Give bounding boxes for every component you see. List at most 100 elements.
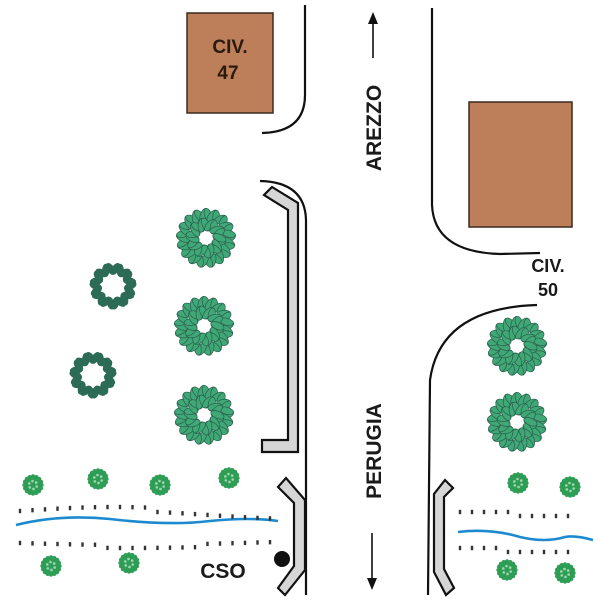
shrub-highlight [520, 483, 523, 486]
shrub-leaf [575, 481, 581, 486]
bank-dot-east-upper [494, 509, 498, 515]
shrub-highlight [519, 479, 523, 482]
tree-1 [176, 207, 236, 268]
guardrail-west-long [260, 185, 300, 454]
shrub-highlight [46, 563, 49, 566]
shrub-highlight [128, 565, 131, 569]
shrub-6 [118, 552, 140, 574]
shrub-highlight [124, 560, 127, 563]
shrub-highlight [508, 566, 512, 569]
bank-dot-east-lower [470, 545, 474, 551]
tree-2 [174, 295, 234, 356]
shrub-body [25, 477, 41, 493]
shrub-highlight [34, 481, 38, 484]
tree-5 [487, 391, 547, 452]
leaf [212, 233, 227, 243]
direction-label-arezzo: AREZZO [363, 85, 386, 171]
tree-4 [487, 315, 547, 376]
shrub-leaf [134, 557, 140, 562]
bank-dot-west-upper [181, 511, 184, 516]
shrub-8 [559, 476, 581, 498]
guardrail-east-short [432, 478, 456, 597]
bank-dot-east-upper [566, 513, 570, 519]
arrow-down-icon [367, 578, 377, 590]
bank-dot-west-lower [43, 541, 47, 546]
bank-dot-east-lower [566, 549, 570, 555]
shrub-highlight [28, 486, 32, 489]
bank-dot-west-lower [118, 545, 122, 551]
direction-south: PERUGIA [363, 403, 386, 590]
bank-dot-west-lower [181, 545, 184, 550]
shrub-leaf [523, 477, 529, 482]
bank-dot-east-lower [518, 549, 522, 555]
road-edge-northeast [430, 8, 541, 256]
building-civ-50-label-line1: CIV. [531, 256, 564, 276]
bank-dot-west-upper [206, 512, 209, 518]
shrub-highlight [31, 479, 34, 483]
bank-dot-west-upper [68, 505, 72, 511]
shrub-highlight [52, 562, 56, 565]
bank-dot-west-lower [93, 542, 97, 547]
bank-dot-west-lower [193, 544, 197, 550]
shrub-body [562, 479, 578, 495]
bank-dot-west-lower [31, 541, 34, 546]
building-civ-47-label-line2: 47 [217, 63, 238, 84]
shrub-7 [507, 472, 529, 494]
leaf [103, 366, 117, 374]
shrub-leaf [570, 567, 576, 572]
shrub-highlight [227, 472, 230, 476]
bank-dot-west-upper [81, 505, 84, 510]
bank-dot-west-lower [243, 540, 247, 546]
shrub-body [43, 558, 59, 574]
shrub-highlight [53, 566, 56, 569]
shrub-leaf [165, 479, 171, 484]
shrub-1 [22, 474, 44, 496]
building-civ-47: CIV. 47 [186, 12, 274, 114]
shrub-body [90, 471, 106, 487]
shrub-highlight [517, 485, 520, 489]
bank-dot-east-upper [542, 513, 546, 519]
bank-dot-east-lower [530, 549, 534, 555]
tree-dark-1 [89, 263, 137, 310]
shrub-2 [87, 468, 109, 490]
shrub-leaf [56, 560, 62, 565]
shrub-highlight [564, 575, 567, 579]
bank-dot-west-upper [256, 515, 259, 521]
stream-west [15, 516, 279, 527]
bank-dot-west-lower [156, 545, 159, 551]
bank-dot-west-upper [93, 505, 97, 510]
bank-dot-west-upper [243, 515, 247, 520]
building-civ-47-label-line1: CIV. [212, 37, 247, 58]
shrub-highlight [516, 477, 519, 481]
bank-dot-west-upper [118, 504, 122, 510]
shrub-highlight [505, 564, 508, 568]
tree-dark-2 [69, 352, 117, 399]
cso-label: CSO [200, 560, 246, 583]
shrub-highlight [161, 481, 165, 484]
shrub-highlight [93, 480, 97, 483]
shrub-highlight [572, 487, 575, 490]
bank-dot-west-lower [131, 545, 134, 551]
shrub-highlight [162, 485, 165, 488]
shrub-highlight [49, 560, 52, 564]
road-edge-northwest [261, 5, 307, 135]
shrub-body [152, 477, 168, 493]
shrub-highlight [228, 480, 231, 484]
shrub-leaf [234, 472, 240, 477]
shrub-4 [218, 467, 240, 489]
bank-dot-east-upper [518, 513, 522, 519]
bank-dot-east-lower [494, 545, 498, 551]
leaf [123, 277, 137, 285]
bank-dot-west-upper [156, 509, 159, 515]
shrub-highlight [130, 559, 134, 562]
bank-dot-west-upper [43, 507, 47, 512]
shrub-highlight [127, 557, 130, 561]
bank-dot-west-lower [143, 545, 147, 551]
shrub-5 [40, 555, 62, 577]
shrub-leaf [512, 564, 518, 569]
shrub-3 [149, 474, 171, 496]
bank-dot-east-lower [542, 549, 546, 555]
building-civ-50-label-line2: 50 [538, 280, 558, 300]
leaf [523, 341, 538, 351]
